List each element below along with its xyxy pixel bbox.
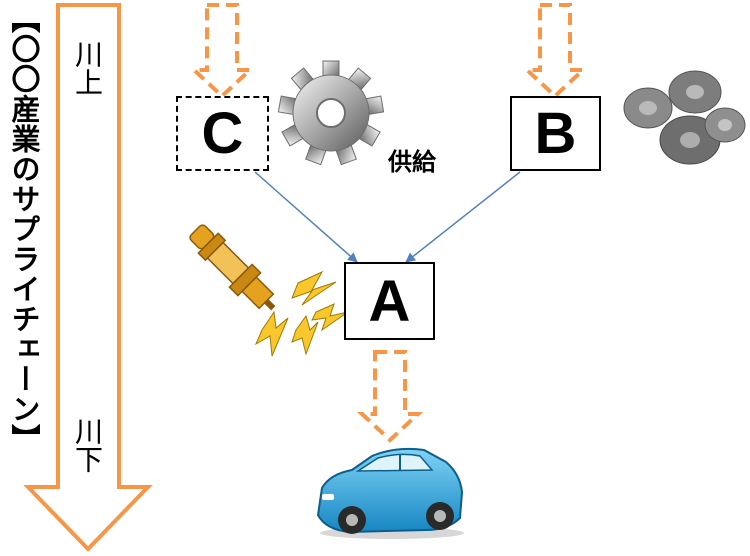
supply-arrow-into-b xyxy=(521,3,589,99)
node-b: B xyxy=(510,96,601,171)
upstream-downstream-arrow xyxy=(23,3,153,552)
node-a: A xyxy=(344,262,435,340)
supply-arrow-into-c xyxy=(188,3,256,99)
supply-arrow-a-to-car xyxy=(356,350,424,443)
car-icon xyxy=(316,447,464,539)
node-c: C xyxy=(176,96,269,171)
link-c-to-a xyxy=(254,171,358,263)
downstream-label: 川下 xyxy=(71,417,104,473)
gears-icon xyxy=(623,70,746,165)
gear-icon xyxy=(277,60,385,166)
upstream-label: 川上 xyxy=(71,40,104,96)
spark-plug-icon xyxy=(189,224,349,357)
diagram-title: 【〇〇産業のサプライチェーン】 xyxy=(7,4,41,454)
link-b-to-a xyxy=(405,171,521,263)
supply-label: 供給 xyxy=(388,148,436,176)
